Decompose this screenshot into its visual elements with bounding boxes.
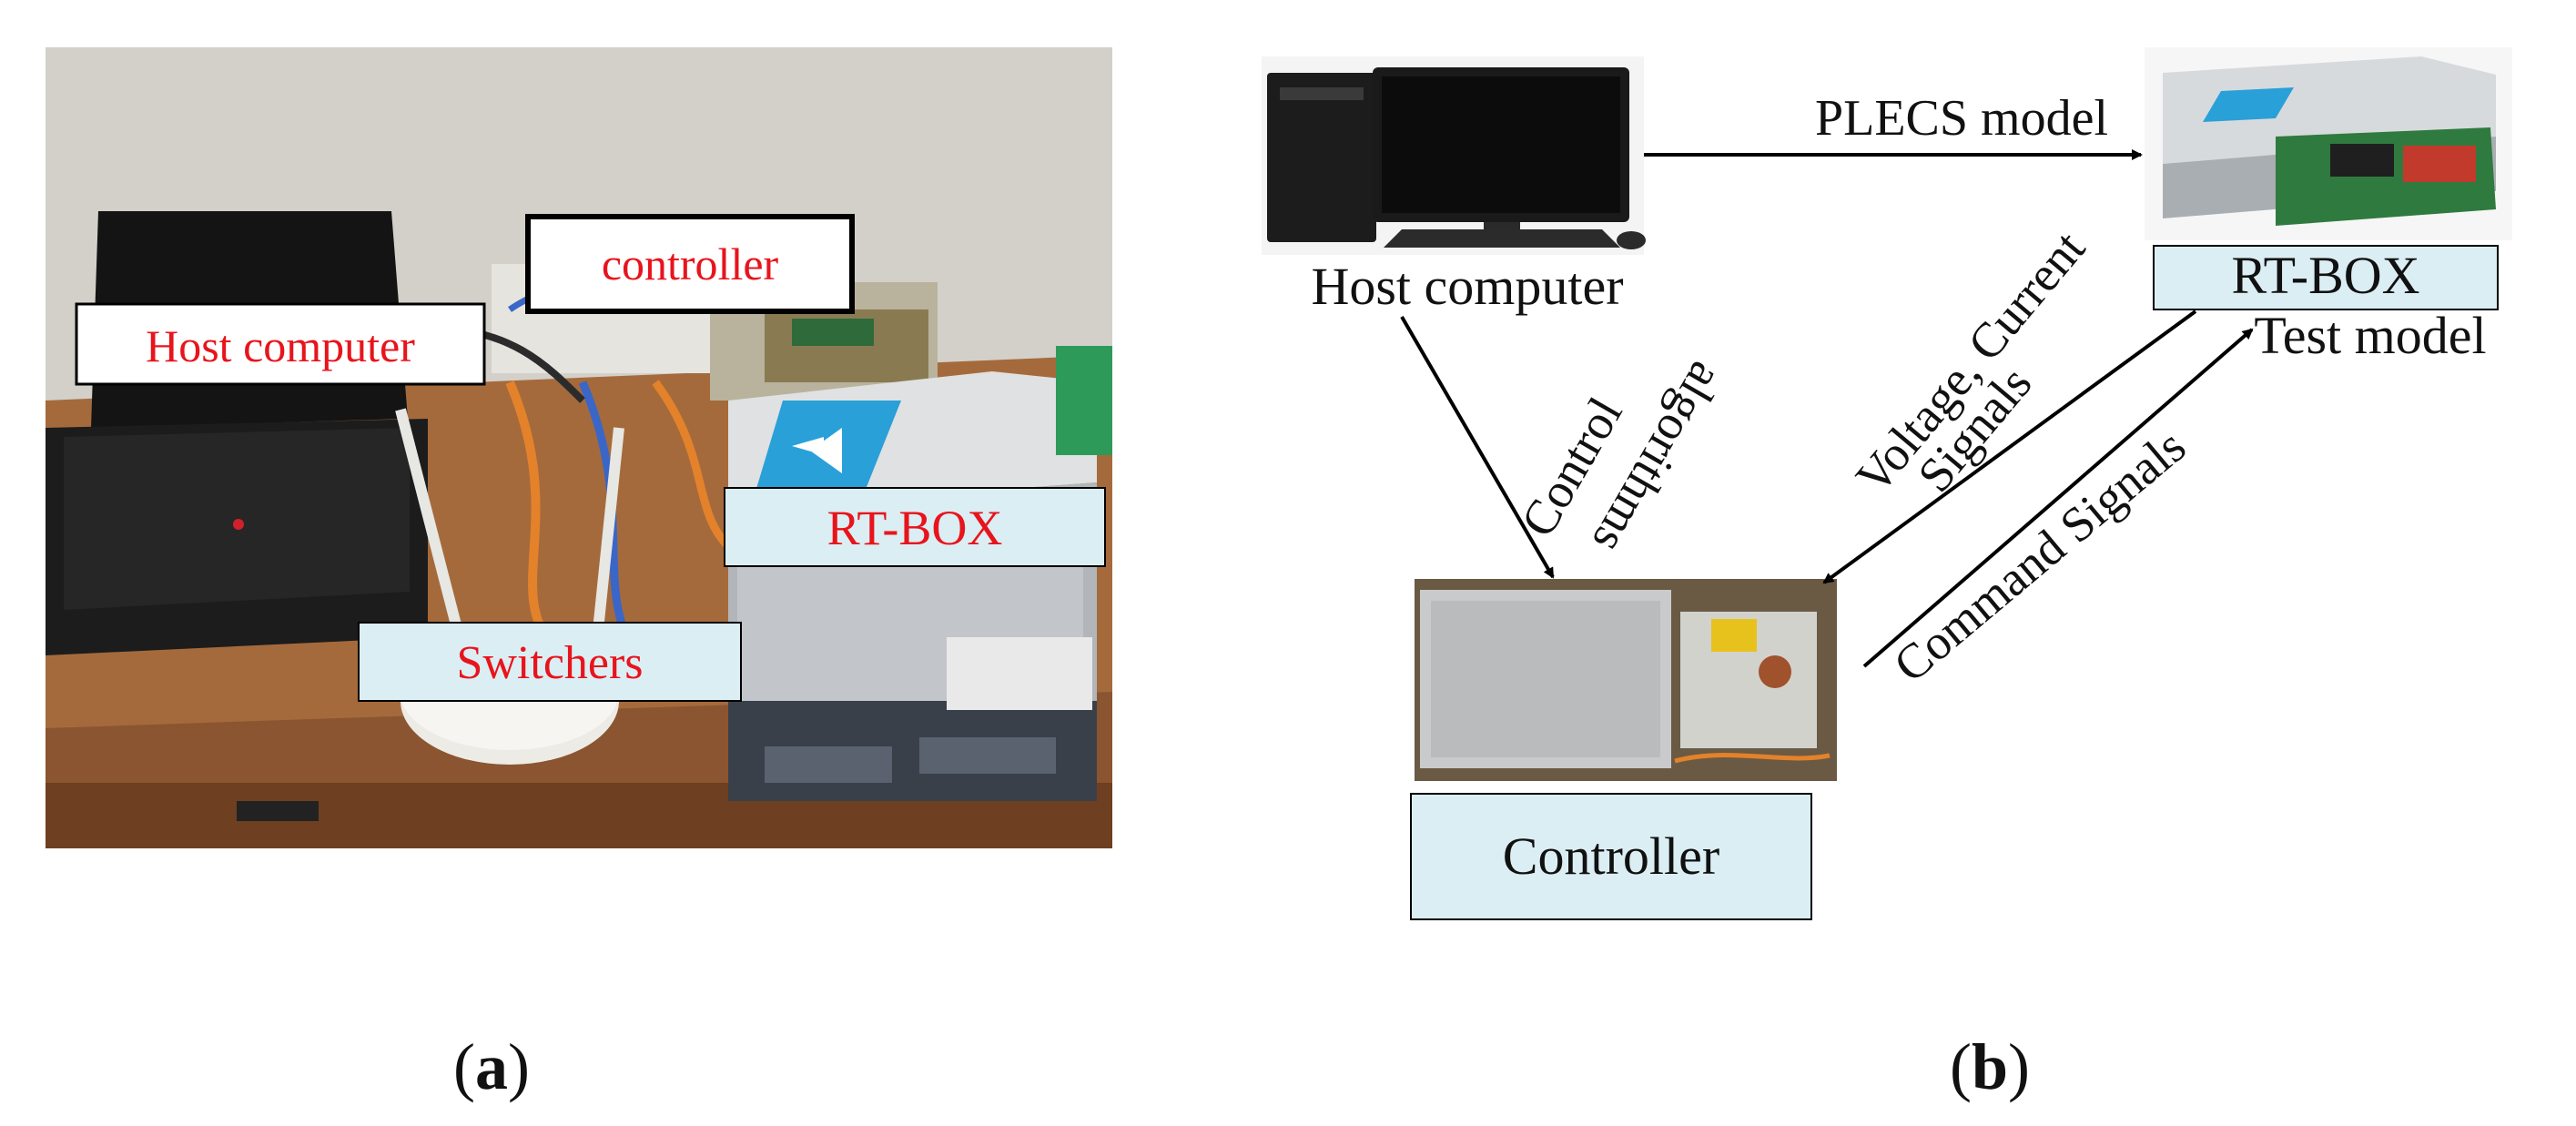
rt-box-device-icon <box>2145 47 2512 240</box>
caption-a-letter: a <box>475 1030 508 1103</box>
caption-b-letter: b <box>1972 1030 2008 1103</box>
caption-b: (b) <box>1950 1030 2030 1103</box>
node-controller-label: Controller <box>1503 827 1719 886</box>
caption-a: (a) <box>453 1030 530 1103</box>
lab-photo <box>46 47 1112 848</box>
controller-board-icon <box>1415 579 1837 781</box>
panel-b: Host computer RT-BOX Test model <box>1262 47 2512 920</box>
edge-plecs-model-label: PLECS model <box>1815 90 2108 147</box>
label-switchers: Switchers <box>358 622 742 702</box>
label-host-computer: Host computer <box>75 302 486 386</box>
label-controller: controller <box>525 214 855 314</box>
edge-control-algorithms <box>1400 315 1555 579</box>
desktop-computer-icon <box>1262 56 1646 255</box>
label-rt-box-text: RT-BOX <box>827 501 1003 555</box>
label-rt-box: RT-BOX <box>724 487 1106 567</box>
label-switchers-text: Switchers <box>456 637 643 689</box>
node-rt-box-label: RT-BOX <box>2231 246 2419 305</box>
node-controller: Controller <box>1410 793 1812 920</box>
label-host-computer-text: Host computer <box>146 320 415 371</box>
node-rt-box: RT-BOX <box>2153 245 2499 310</box>
edge-command-signals <box>1862 328 2254 668</box>
edge-voltage-current <box>1822 309 2197 584</box>
panel-a: Host computer controller RT-BOX Switcher… <box>46 47 1112 848</box>
label-controller-text: controller <box>602 238 779 289</box>
node-test-model-label: Test model <box>2254 306 2486 365</box>
node-host-computer-label: Host computer <box>1311 257 1623 316</box>
